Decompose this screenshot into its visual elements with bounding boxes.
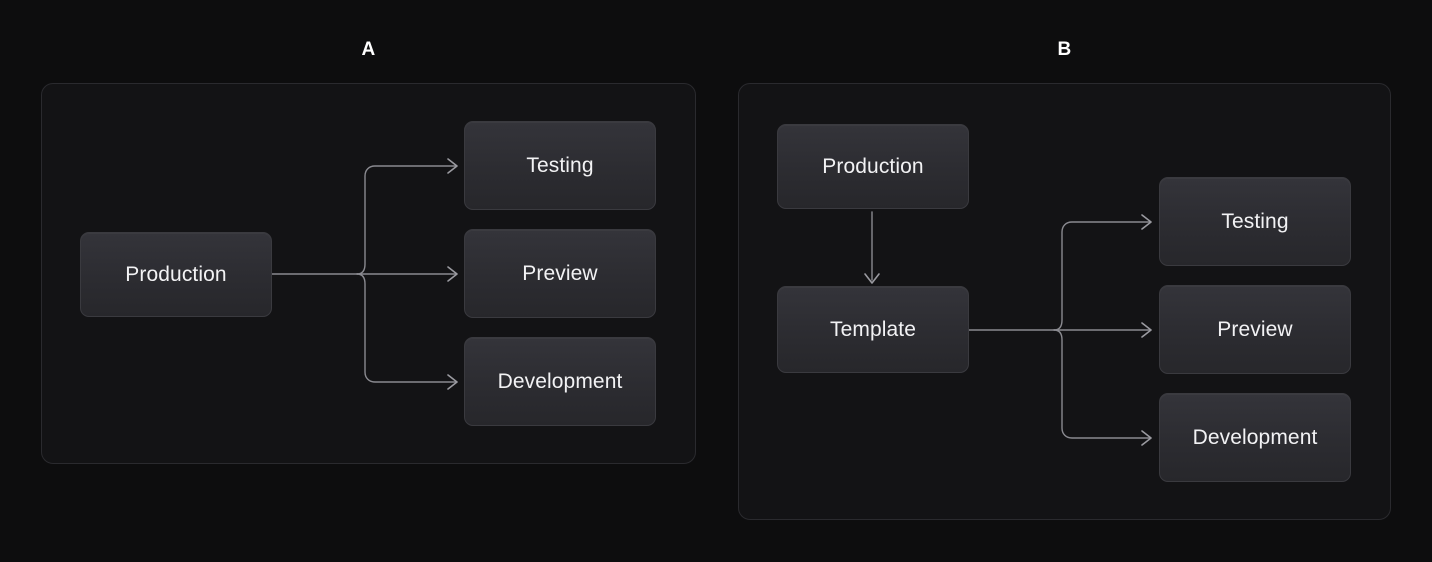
panel-label-b: B (1057, 39, 1072, 60)
node-label: Development (1192, 426, 1318, 449)
panel-group-a: A Production Testing Preview (41, 40, 696, 465)
node-testing-b[interactable]: Testing (1159, 177, 1351, 266)
node-production-b[interactable]: Production (777, 124, 969, 209)
node-preview-b[interactable]: Preview (1159, 285, 1351, 374)
node-label: Production (125, 263, 227, 286)
node-label: Production (822, 155, 924, 178)
node-development-a[interactable]: Development (464, 337, 656, 426)
node-label: Development (497, 370, 623, 393)
node-production-a[interactable]: Production (80, 232, 272, 317)
node-label: Template (829, 318, 916, 341)
node-preview-a[interactable]: Preview (464, 229, 656, 318)
panel-label-a: A (361, 39, 376, 60)
node-label: Preview (522, 262, 598, 285)
panel-group-b: B Production Template (738, 40, 1391, 521)
node-label: Preview (1217, 318, 1293, 341)
node-label: Testing (526, 154, 594, 177)
node-label: Testing (1221, 210, 1289, 233)
node-development-b[interactable]: Development (1159, 393, 1351, 482)
node-testing-a[interactable]: Testing (464, 121, 656, 210)
node-template-b[interactable]: Template (777, 286, 969, 373)
